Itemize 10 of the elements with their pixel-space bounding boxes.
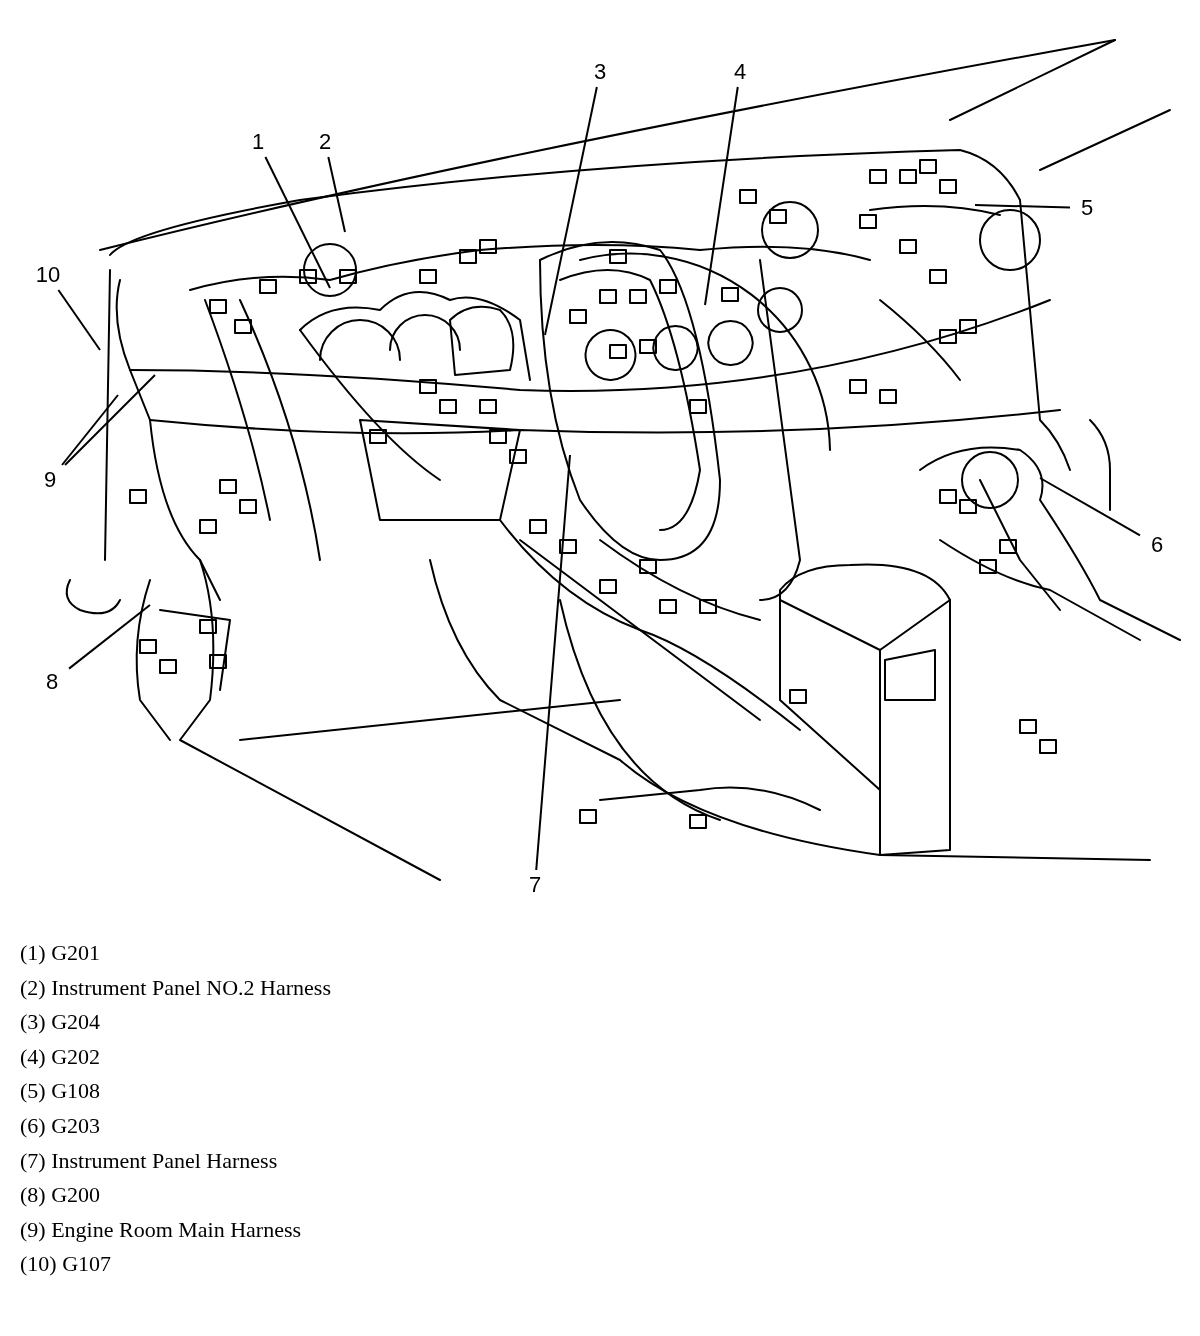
key-entry: (4) G202 (20, 1043, 101, 1070)
key-entry: (2) Instrument Panel NO.2 Harness (20, 974, 331, 1001)
key-entry: (7) Instrument Panel Harness (20, 1147, 278, 1174)
key-entry: (9) Engine Room Main Harness (20, 1216, 302, 1243)
key-entry: (5) G108 (20, 1078, 101, 1105)
key-entry: (1) G201 (20, 940, 101, 966)
key-entry: (8) G200 (20, 1182, 101, 1209)
key-entry: (3) G204 (20, 1009, 101, 1036)
key-entry: (10) G107 (20, 1251, 112, 1278)
key-entry: (6) G203 (20, 1113, 101, 1139)
